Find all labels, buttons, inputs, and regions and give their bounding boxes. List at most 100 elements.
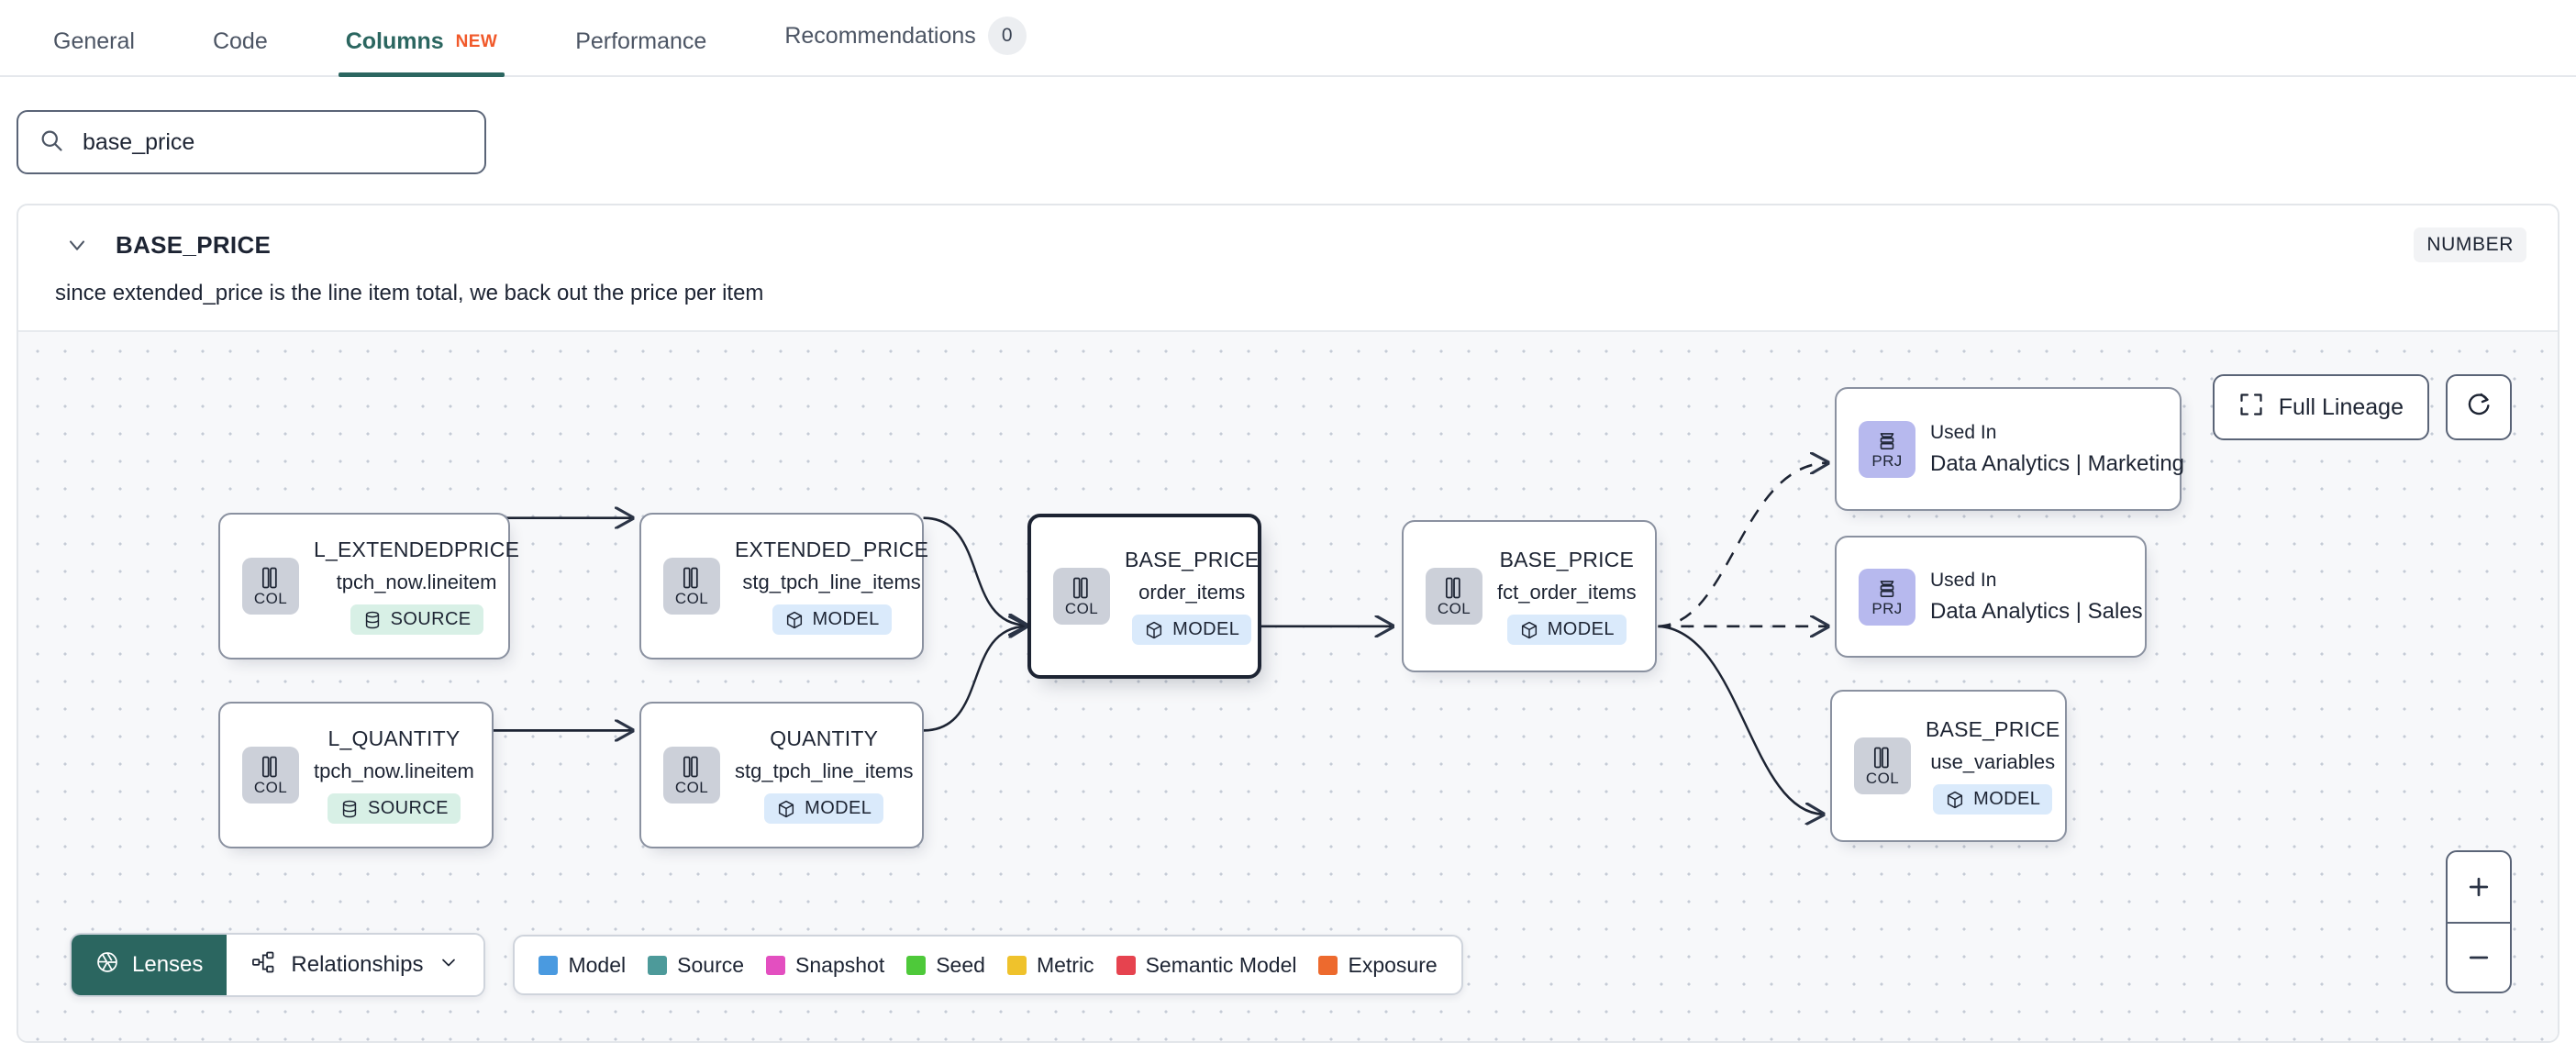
- legend-swatch: [1116, 955, 1136, 975]
- col-badge: COL: [1426, 568, 1482, 625]
- lineage-bottom-bar: Lenses Relationships: [70, 933, 1463, 997]
- node-title: BASE_PRICE: [1926, 717, 2060, 741]
- lineage-canvas[interactable]: COL L_EXTENDEDPRICE tpch_now.lineitem SO…: [18, 330, 2558, 1041]
- prj-badge: PRJ: [1859, 420, 1915, 478]
- legend-swatch: [1006, 955, 1027, 975]
- node-kind-label: MODEL: [805, 798, 872, 818]
- tab-bar: General Code Columns NEW Performance Rec…: [0, 0, 2576, 77]
- aperture-icon: [95, 950, 119, 981]
- node-subtitle: fct_order_items: [1497, 581, 1637, 604]
- lineage-node-base-price-use-variables[interactable]: COL BASE_PRICE use_variables MODEL: [1830, 690, 2067, 842]
- node-subtitle: stg_tpch_line_items: [742, 571, 921, 593]
- column-header[interactable]: BASE_PRICE NUMBER: [18, 205, 2558, 262]
- col-badge-label: COL: [253, 779, 288, 796]
- node-kind-label: SOURCE: [390, 609, 472, 629]
- tab-label: General: [53, 28, 135, 54]
- lineage-toolbar: Full Lineage: [2212, 374, 2512, 440]
- prj-badge: PRJ: [1859, 568, 1915, 626]
- tab-new-badge: NEW: [455, 31, 498, 51]
- lineage-legend: Model Source Snapshot Seed Metric: [513, 935, 1463, 995]
- tab-label: Columns: [345, 28, 444, 54]
- chevron-down-icon[interactable]: [64, 232, 90, 258]
- page-title: BASE_PRICE: [116, 230, 272, 259]
- node-kind-badge: MODEL: [1933, 784, 2053, 815]
- search-input[interactable]: [81, 127, 464, 157]
- lineage-node-extended-price[interactable]: COL EXTENDED_PRICE stg_tpch_line_items M…: [639, 513, 928, 660]
- node-kind-label: SOURCE: [367, 798, 449, 818]
- refresh-button[interactable]: [2446, 374, 2512, 440]
- node-kind-label: MODEL: [1172, 619, 1240, 639]
- tab-general[interactable]: General: [53, 28, 135, 75]
- legend-item-model: Model: [539, 953, 626, 978]
- zoom-in-button[interactable]: [2448, 852, 2510, 922]
- column-card: BASE_PRICE NUMBER since extended_price i…: [17, 204, 2559, 1043]
- legend-swatch: [648, 955, 668, 975]
- refresh-icon: [2465, 391, 2493, 425]
- node-kind-label: MODEL: [1973, 789, 2041, 809]
- lineage-node-project-marketing[interactable]: PRJ Used In Data Analytics | Marketing: [1835, 387, 2184, 511]
- lineage-node-project-sales[interactable]: PRJ Used In Data Analytics | Sales: [1835, 536, 2147, 658]
- zoom-controls: [2446, 850, 2512, 993]
- node-kind-badge: MODEL: [1132, 615, 1252, 645]
- lenses-group: Lenses Relationships: [70, 933, 486, 997]
- chevron-down-icon[interactable]: [438, 951, 460, 980]
- node-subtitle: stg_tpch_line_items: [735, 759, 914, 782]
- column-type-badge: NUMBER: [2414, 227, 2526, 262]
- tab-label: Code: [212, 28, 268, 54]
- project-name: Data Analytics | Marketing: [1930, 450, 2185, 476]
- col-badge-label: COL: [1865, 770, 1900, 787]
- lineage-node-l-quantity[interactable]: COL L_QUANTITY tpch_now.lineitem SOURCE: [218, 702, 494, 848]
- col-badge-label: COL: [1437, 600, 1471, 617]
- column-description: since extended_price is the line item to…: [55, 281, 764, 305]
- node-kind-badge: SOURCE: [350, 604, 483, 635]
- legend-item-metric: Metric: [1006, 952, 1094, 978]
- node-kind-label: MODEL: [1547, 619, 1615, 639]
- node-subtitle: use_variables: [1930, 750, 2056, 773]
- relationships-button[interactable]: Relationships: [227, 935, 484, 995]
- tab-label: Performance: [575, 28, 707, 54]
- tab-code[interactable]: Code: [213, 28, 268, 75]
- lineage-node-l-extendedprice[interactable]: COL L_EXTENDEDPRICE tpch_now.lineitem SO…: [218, 513, 519, 660]
- zoom-out-button[interactable]: [2448, 922, 2510, 992]
- tab-columns[interactable]: Columns NEW: [338, 28, 505, 77]
- lineage-node-base-price-fct-order-items[interactable]: COL BASE_PRICE fct_order_items MODEL: [1402, 520, 1657, 672]
- node-subtitle: order_items: [1138, 581, 1246, 604]
- legend-label: Semantic Model: [1145, 952, 1297, 977]
- relationships-icon: [250, 949, 276, 981]
- tab-performance[interactable]: Performance: [575, 28, 706, 75]
- node-body: BASE_PRICE use_variables MODEL: [1926, 717, 2060, 815]
- legend-swatch: [766, 955, 786, 975]
- node-body: QUANTITY stg_tpch_line_items MODEL: [735, 726, 913, 824]
- node-subtitle: tpch_now.lineitem: [336, 571, 497, 593]
- node-body: L_EXTENDEDPRICE tpch_now.lineitem SOURCE: [314, 538, 519, 635]
- node-title: L_EXTENDEDPRICE: [314, 538, 520, 561]
- node-title: QUANTITY: [770, 726, 879, 750]
- legend-label: Metric: [1036, 952, 1094, 977]
- node-kind-badge: MODEL: [772, 604, 892, 635]
- legend-item-exposure: Exposure: [1318, 952, 1438, 978]
- node-kind-badge: SOURCE: [327, 793, 461, 824]
- node-kind-badge: MODEL: [764, 793, 884, 824]
- col-badge-label: COL: [674, 590, 709, 607]
- col-badge-label: COL: [674, 779, 709, 796]
- full-lineage-button[interactable]: Full Lineage: [2212, 374, 2429, 440]
- col-badge: COL: [242, 558, 299, 615]
- lenses-label: Lenses: [132, 952, 204, 977]
- lineage-node-quantity[interactable]: COL QUANTITY stg_tpch_line_items MODEL: [639, 702, 924, 848]
- node-title: BASE_PRICE: [1125, 548, 1260, 571]
- prj-badge-label: PRJ: [1871, 599, 1903, 617]
- lineage-node-base-price-order-items[interactable]: COL BASE_PRICE order_items MODEL: [1027, 514, 1261, 679]
- tab-label: Recommendations: [784, 22, 976, 49]
- search-icon: [39, 127, 64, 158]
- project-name: Data Analytics | Sales: [1930, 598, 2143, 624]
- legend-label: Model: [568, 952, 627, 977]
- legend-item-semantic-model: Semantic Model: [1116, 952, 1297, 978]
- lenses-button[interactable]: Lenses: [72, 935, 228, 995]
- legend-label: Exposure: [1348, 952, 1438, 977]
- relationships-label: Relationships: [291, 952, 424, 977]
- node-body: Used In Data Analytics | Marketing: [1930, 422, 2184, 477]
- col-badge: COL: [1053, 568, 1110, 625]
- search-box[interactable]: [17, 110, 486, 174]
- tab-recommendations[interactable]: Recommendations 0: [784, 17, 1027, 75]
- legend-item-source: Source: [648, 953, 744, 978]
